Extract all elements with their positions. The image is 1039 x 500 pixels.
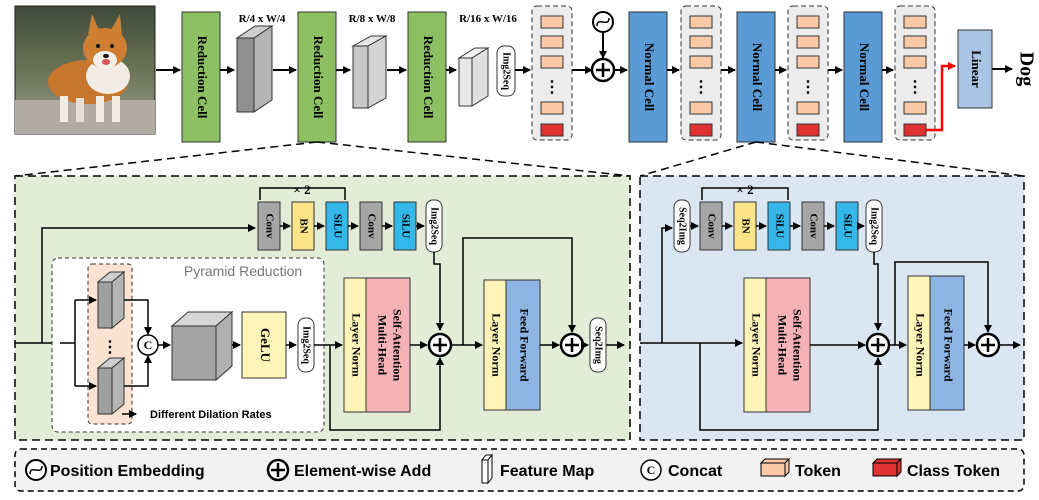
- dilation-label: Different Dilation Rates: [150, 409, 272, 421]
- svg-text:BN: BN: [297, 218, 309, 233]
- svg-text:C: C: [144, 338, 153, 352]
- token-group-2: ⋮: [680, 5, 722, 141]
- normal-cell-label: Normal Cell: [750, 43, 765, 112]
- svg-text:Seq2Img: Seq2Img: [677, 207, 688, 245]
- dim-label: R/8 x W/8: [349, 13, 396, 25]
- svg-text:Multi-Head: Multi-Head: [775, 315, 789, 375]
- legend-position-embedding: Position Embedding: [50, 463, 205, 480]
- svg-text:⋮: ⋮: [693, 79, 709, 96]
- normal-cell-label: Normal Cell: [642, 43, 657, 112]
- svg-text:Conv: Conv: [365, 213, 377, 239]
- feature-map-icon: [351, 35, 388, 109]
- svg-text:Layer Norm: Layer Norm: [749, 313, 763, 376]
- token-group-4: ⋮: [894, 5, 936, 141]
- svg-text:SiLU: SiLU: [841, 214, 853, 239]
- svg-text:Img2Seq: Img2Seq: [501, 52, 512, 90]
- normal-cell-2: [736, 11, 776, 143]
- token-group-1: ⋮: [531, 5, 573, 141]
- svg-text:⋮: ⋮: [102, 339, 118, 356]
- svg-text:Layer Norm: Layer Norm: [913, 313, 927, 376]
- svg-text:Linear: Linear: [969, 50, 984, 88]
- class-token-arrow: [926, 62, 956, 132]
- dim-label: R/4 x W/4: [239, 13, 286, 25]
- legend-concat: Concat: [668, 463, 723, 480]
- reduction-cell-label: Reduction Cell: [311, 36, 326, 119]
- reduction-cell-3: [407, 11, 447, 143]
- legend-class-token: Class Token: [907, 463, 1000, 480]
- svg-text:⋮: ⋮: [544, 79, 560, 96]
- svg-text:Feed Forward: Feed Forward: [941, 309, 955, 382]
- class-token-icon: [871, 457, 903, 478]
- svg-text:Layer Norm: Layer Norm: [489, 313, 503, 376]
- feature-map-icon: [235, 25, 274, 113]
- token-group-3: ⋮: [787, 5, 829, 141]
- concat-icon: [640, 459, 662, 481]
- svg-text:SiLU: SiLU: [331, 214, 343, 239]
- svg-text:⋮: ⋮: [800, 79, 816, 96]
- feed-forward-block: [929, 275, 965, 411]
- mhsa-block: [365, 277, 411, 413]
- reduction-cell-label: Reduction Cell: [195, 36, 210, 119]
- normal-cell-1: [628, 11, 668, 143]
- reduction-cell-1: [181, 11, 221, 143]
- legend-element-wise-add: Element-wise Add: [294, 463, 431, 480]
- repeat-label: × 2: [293, 182, 310, 197]
- svg-text:SiLU: SiLU: [399, 214, 411, 239]
- pyramid-title: Pyramid Reduction: [184, 263, 302, 279]
- mhsa-block: [765, 277, 811, 413]
- svg-text:C: C: [647, 463, 656, 477]
- feature-map-icon: [480, 453, 494, 485]
- svg-text:Conv: Conv: [807, 213, 819, 239]
- output-label: Dog: [1015, 52, 1037, 86]
- svg-text:Conv: Conv: [705, 213, 717, 239]
- feature-map-icon: [457, 47, 490, 107]
- token-icon: [759, 457, 791, 478]
- linear-block: [957, 29, 993, 109]
- normal-cell-3: [843, 11, 883, 143]
- dim-label: R/16 x W/16: [459, 13, 517, 25]
- svg-text:Img2Seq: Img2Seq: [429, 207, 440, 245]
- svg-text:BN: BN: [739, 218, 751, 233]
- svg-text:Img2Seq: Img2Seq: [301, 326, 312, 364]
- repeat-label: × 2: [736, 182, 753, 197]
- svg-text:⋮: ⋮: [907, 79, 923, 96]
- svg-text:Seq2Img: Seq2Img: [593, 326, 604, 364]
- normal-cell-label: Normal Cell: [857, 43, 872, 112]
- dog-photo: [14, 5, 156, 135]
- svg-text:Self-Attention: Self-Attention: [790, 309, 804, 381]
- feature-map-icon: [96, 270, 126, 330]
- normal-cell-detail-panel: [639, 175, 1025, 441]
- reduction-cell-label: Reduction Cell: [421, 36, 436, 119]
- svg-text:Self-Attention: Self-Attention: [390, 309, 404, 381]
- legend-token: Token: [795, 463, 841, 480]
- svg-text:Feed Forward: Feed Forward: [517, 309, 531, 382]
- svg-text:Multi-Head: Multi-Head: [375, 315, 389, 375]
- svg-text:Layer Norm: Layer Norm: [349, 313, 363, 376]
- feature-map-icon: [170, 310, 234, 382]
- legend-feature-map: Feature Map: [500, 463, 594, 480]
- feature-map-icon: [96, 356, 126, 416]
- gelu-block: [241, 311, 287, 379]
- svg-text:Img2Seq: Img2Seq: [869, 207, 880, 245]
- svg-text:Conv: Conv: [263, 213, 275, 239]
- svg-text:SiLU: SiLU: [773, 214, 785, 239]
- reduction-cell-2: [297, 11, 337, 143]
- feed-forward-block: [505, 279, 541, 411]
- svg-text:GeLU: GeLU: [258, 328, 273, 363]
